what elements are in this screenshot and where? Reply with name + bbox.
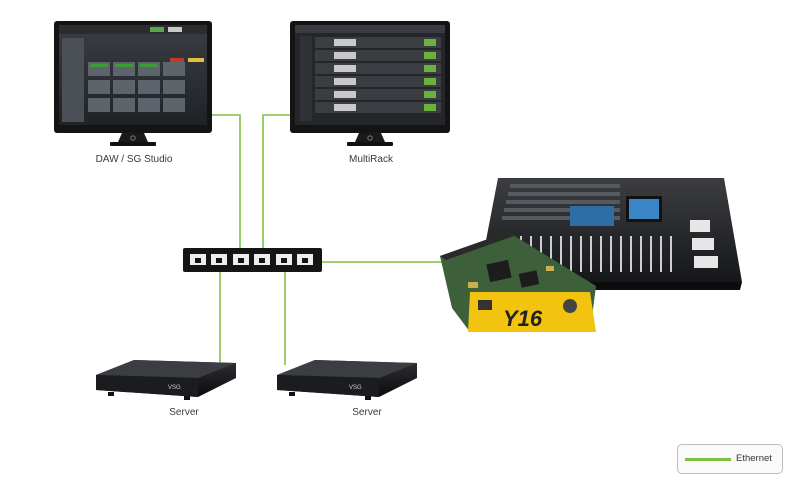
cable-multirack [262, 114, 290, 258]
power-icon [130, 135, 136, 141]
server-a-label: Server [169, 407, 199, 418]
server-a: VSG [96, 360, 236, 400]
server-b: VSG [277, 360, 417, 400]
ethernet-line-swatch [685, 458, 731, 461]
y16-card: Y16 [440, 232, 596, 332]
network-switch [183, 248, 322, 272]
legend: Ethernet [677, 444, 783, 474]
card-model-label: Y16 [503, 306, 543, 331]
power-icon [367, 135, 373, 141]
daw-label: DAW / SG Studio [95, 154, 173, 165]
cable-daw [212, 114, 241, 258]
multirack-monitor [290, 21, 450, 146]
server-b-label: Server [352, 407, 382, 418]
legend-ethernet-label: Ethernet [736, 453, 772, 464]
daw-monitor [54, 21, 212, 146]
ethernet-cables [212, 114, 450, 365]
multirack-label: MultiRack [349, 154, 393, 165]
svg-text:VSG: VSG [168, 385, 181, 391]
svg-text:VSG: VSG [349, 385, 362, 391]
